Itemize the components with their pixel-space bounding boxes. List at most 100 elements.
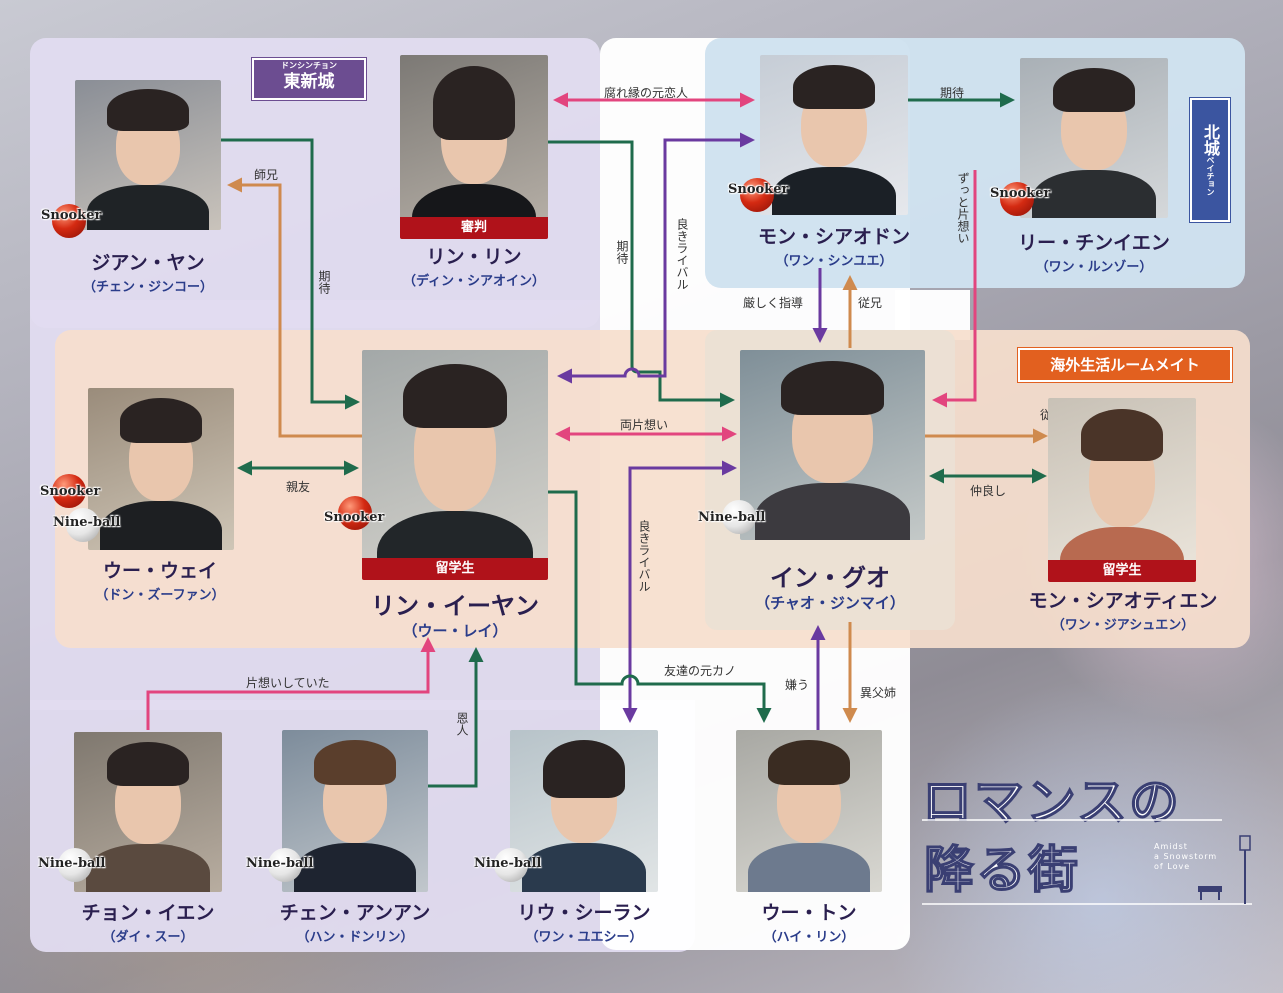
snooker-label: Snooker [41,208,102,223]
photo-liu-xiran [510,730,658,892]
actor-yin-guo: （チャオ・ジンマイ） [755,594,905,612]
snooker-ball-icon [52,204,86,238]
role-bar-meng-xiaotian: 留学生 [1048,560,1196,582]
rel-unrequited: 片想いしていた [246,676,330,690]
nine-ball-label: Nine-ball [53,515,121,530]
rel-always-love: ずっと片想い [956,172,970,244]
actor-chen-anan: （ハン・ドンリン） [296,930,414,945]
rel-half-sister: 異父姉 [860,686,897,700]
logo-subtitle: Amidst a Snowstorm of Love [1154,842,1217,872]
rel-best-friend: 親友 [286,480,311,494]
logo-sub-3: of Love [1154,862,1191,871]
logo-sub-1: Amidst [1154,842,1188,851]
line-rival-bottom [622,460,737,723]
nine-ball-icon [66,508,100,542]
name-wu-tong: ウー・トン [761,902,857,924]
snooker-label: Snooker [324,510,385,525]
line-unrequited [146,637,436,730]
photo-meng-xiaodong [760,55,908,215]
name-lin-yiyang: リン・イーヤン [371,591,539,620]
roommates-tag: 海外生活ルームメイト [1018,348,1232,382]
rel-expect-top: 期待 [940,86,965,100]
rel-benefactor: 恩人 [455,712,469,736]
name-meng-xiaotian: モン・シアオティエン [1028,590,1218,612]
photo-wu-wei [88,388,234,550]
actor-li-qingyan: （ワン・ルンゾー） [1035,260,1153,275]
title-logo: ロマンスの 降る街 Amidst a Snowstorm of Love [921,762,1262,912]
north-district-ruby: ベイチョン [1206,156,1215,196]
actor-zhong-yan: （ダイ・スー） [102,930,194,945]
east-district-ruby: ドンシンチョン [281,61,337,70]
lamppost-bench-icon [922,819,1252,905]
snooker-ball-icon [1000,182,1034,216]
snooker-label: Snooker [990,186,1051,201]
photo-meng-xiaotian: 留学生 [1048,398,1196,582]
snooker-ball-icon [740,178,774,212]
name-meng-xiaodong: モン・シアオドン [757,226,910,248]
line-expect-mid [548,140,735,408]
name-jiang-yan: ジアン・ヤン [91,252,205,274]
snooker-ball-icon [338,496,372,530]
name-lin-lin: リン・リン [426,246,522,268]
name-chen-anan: チェン・アンアン [279,902,431,924]
actor-wu-tong: （ハイ・リン） [763,930,855,945]
actor-wu-wei: （ドン・ズーファン） [95,588,225,603]
nine-ball-label: Nine-ball [474,856,542,871]
photo-jiang-yan [75,80,221,230]
rel-rival-bottom: 良きライバル [637,520,651,592]
photo-lin-lin: 審判 [400,55,548,239]
role-bar-lin-lin: 審判 [400,217,548,239]
actor-meng-xiaodong: （ワン・シンユエ） [775,254,893,269]
role-bar-lin-yiyang: 留学生 [362,558,548,580]
east-district-tag: ドンシンチョン 東新城 [252,58,366,100]
actor-lin-lin: （ディン・シアオイン） [402,274,546,289]
nine-ball-icon [268,848,302,882]
line-friend-ex [548,490,772,723]
rel-ex-lover: 腐れ縁の元恋人 [604,86,689,100]
actor-lin-yiyang: （ウー・レイ） [402,622,508,640]
nine-ball-label: Nine-ball [246,856,314,871]
logo-sub-2: a Snowstorm [1154,852,1218,861]
rel-friend-ex: 友達の元カノ [664,664,737,678]
north-district-label: 北城 [1201,124,1220,156]
logo-line1: ロマンスの [921,772,1181,832]
photo-wu-tong [736,730,882,892]
rel-strict: 厳しく指導 [743,296,804,310]
name-li-qingyan: リー・チンイエン [1018,232,1170,254]
photo-zhong-yan [74,732,222,892]
nine-ball-icon [58,848,92,882]
line-senior-bro [227,177,362,438]
name-yin-guo: イン・グオ [770,563,890,592]
line-rival-top [557,132,755,384]
photo-li-qingyan [1020,58,1168,218]
line-always-love [932,170,977,408]
nine-ball-label: Nine-ball [38,856,106,871]
photo-yin-guo [740,350,925,540]
snooker-ball-icon [52,474,86,508]
snooker-label: Snooker [728,182,789,197]
rel-senior-bro: 師兄 [254,168,279,182]
rel-expect-mid: 期待 [615,240,629,264]
east-district-label: 東新城 [283,72,335,92]
name-wu-wei: ウー・ウェイ [102,560,217,582]
photo-lin-yiyang: 留学生 [362,350,548,580]
actor-meng-xiaotian: （ワン・ジアシュエン） [1051,618,1195,633]
name-zhong-yan: チョン・イエン [81,902,215,924]
rel-expect-left: 期待 [317,270,331,294]
logo-line2: 降る街 [923,840,1080,900]
nine-ball-icon [722,500,756,534]
nine-ball-label: Nine-ball [698,510,766,525]
snooker-label: Snooker [40,484,101,499]
rel-rival-top: 良きライバル [675,218,689,290]
rel-close: 仲良し [970,484,1007,498]
actor-liu-xiran: （ワン・ユエシー） [525,930,643,945]
north-district-tag: 北城ベイチョン [1190,98,1230,222]
rel-cousin-up: 従兄 [858,296,883,310]
nine-ball-icon [494,848,528,882]
photo-chen-anan [282,730,428,892]
line-expect-left [220,138,360,410]
line-benefactor [428,647,484,788]
rel-mutual: 両片想い [620,418,669,432]
actor-jiang-yan: （チェン・ジンコー） [82,280,213,295]
